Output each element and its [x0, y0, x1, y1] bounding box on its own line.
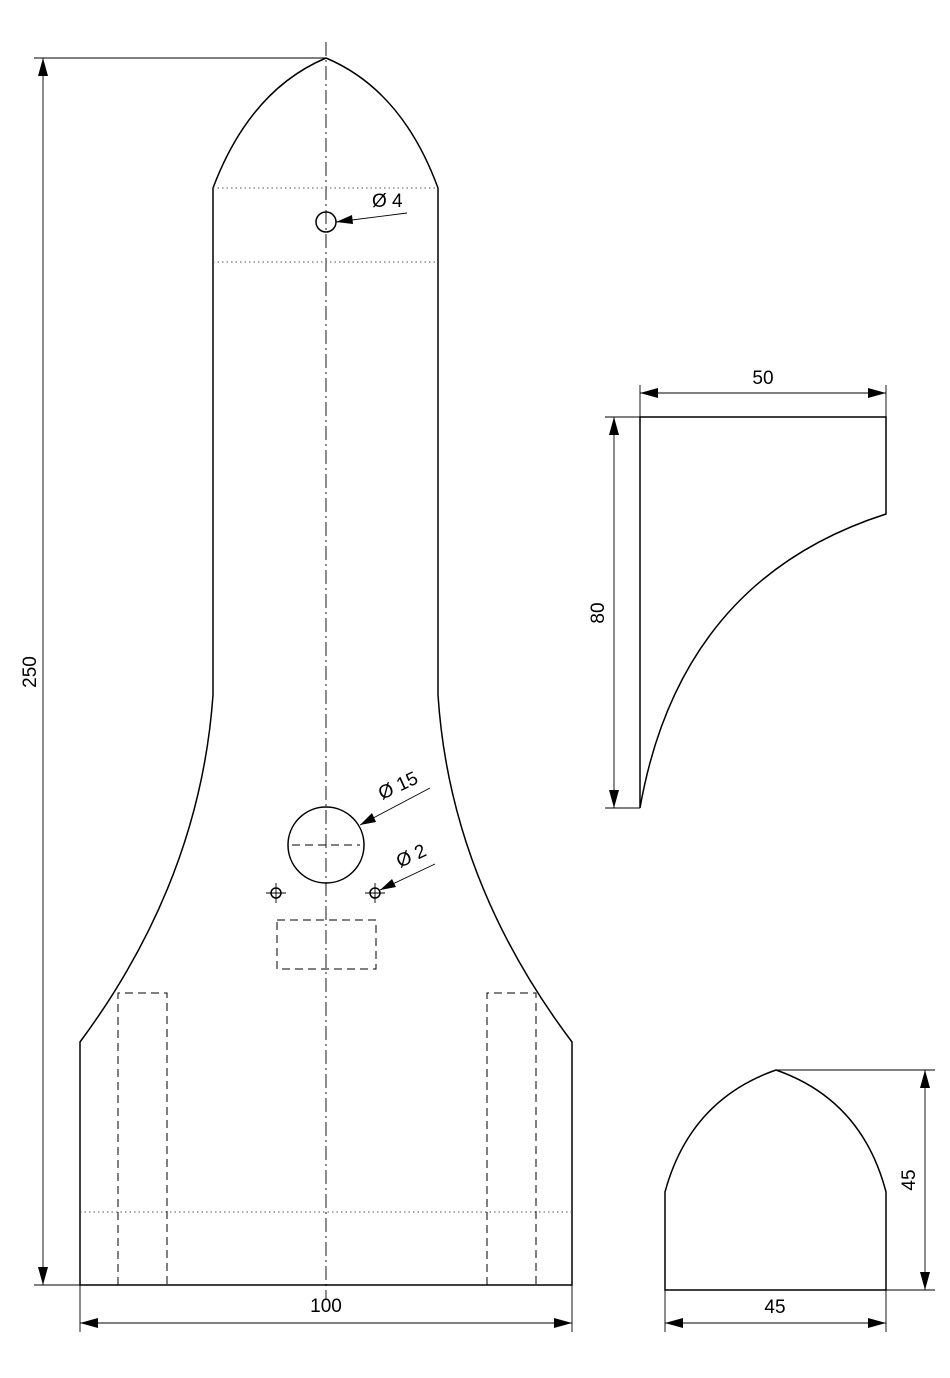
side-view: 50 80 — [588, 368, 886, 808]
dim-main-height — [34, 58, 326, 1285]
dim-side-height — [605, 417, 640, 808]
label-hole-tiny: Ø 2 — [393, 841, 430, 873]
dim-side-width — [640, 385, 886, 417]
hidden-slot-left — [118, 993, 167, 1285]
label-side-height: 80 — [588, 602, 609, 623]
label-side-width: 50 — [752, 368, 773, 389]
leader-small — [336, 213, 407, 224]
label-main-width: 100 — [310, 1296, 342, 1317]
label-hole-small: Ø 4 — [372, 191, 403, 212]
main-view: Ø 4 Ø 15 Ø 2 250 100 — [20, 42, 572, 1332]
hole-tiny-right — [365, 883, 385, 903]
side-outline — [640, 417, 886, 808]
end-outline — [665, 1070, 886, 1290]
label-hole-large: Ø 15 — [375, 768, 421, 804]
label-end-width: 45 — [764, 1297, 785, 1318]
hidden-slot-center — [277, 920, 376, 969]
label-end-height: 45 — [899, 1169, 920, 1190]
label-main-height: 250 — [20, 656, 41, 688]
hidden-slot-right — [487, 993, 536, 1285]
end-view: 45 45 — [665, 1070, 935, 1332]
hole-tiny-left — [266, 883, 286, 903]
